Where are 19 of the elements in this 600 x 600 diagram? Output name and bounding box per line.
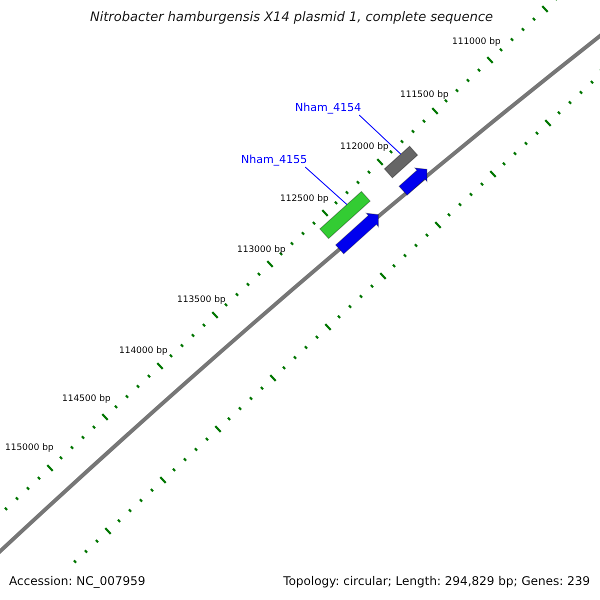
tick-label: 115000 bp <box>5 443 54 453</box>
gene-label: Nham_4154 <box>295 101 362 114</box>
tick-label: 111000 bp <box>452 37 501 47</box>
tick-label: 112000 bp <box>340 142 389 152</box>
gene-feature <box>398 167 428 196</box>
tick-label: 114500 bp <box>62 394 111 404</box>
footer-text: Accession: NC_007959 <box>9 574 146 588</box>
leader-line <box>358 114 402 155</box>
tick-label: 114000 bp <box>119 346 168 356</box>
tick-label: 113000 bp <box>237 245 286 255</box>
leader-line <box>304 166 348 206</box>
tick-label: 112500 bp <box>280 194 329 204</box>
gene-feature <box>334 212 379 255</box>
tick-label: 111500 bp <box>400 90 449 100</box>
gene-bar <box>319 190 371 240</box>
footer-text: Topology: circular; Length: 294,829 bp; Genes: 239 <box>283 574 590 588</box>
map-title: Nitrobacter hamburgensis X14 plasmid 1, complete sequence <box>90 10 494 25</box>
gene-label: Nham_4155 <box>241 153 308 166</box>
tick-label: 113500 bp <box>177 295 226 305</box>
